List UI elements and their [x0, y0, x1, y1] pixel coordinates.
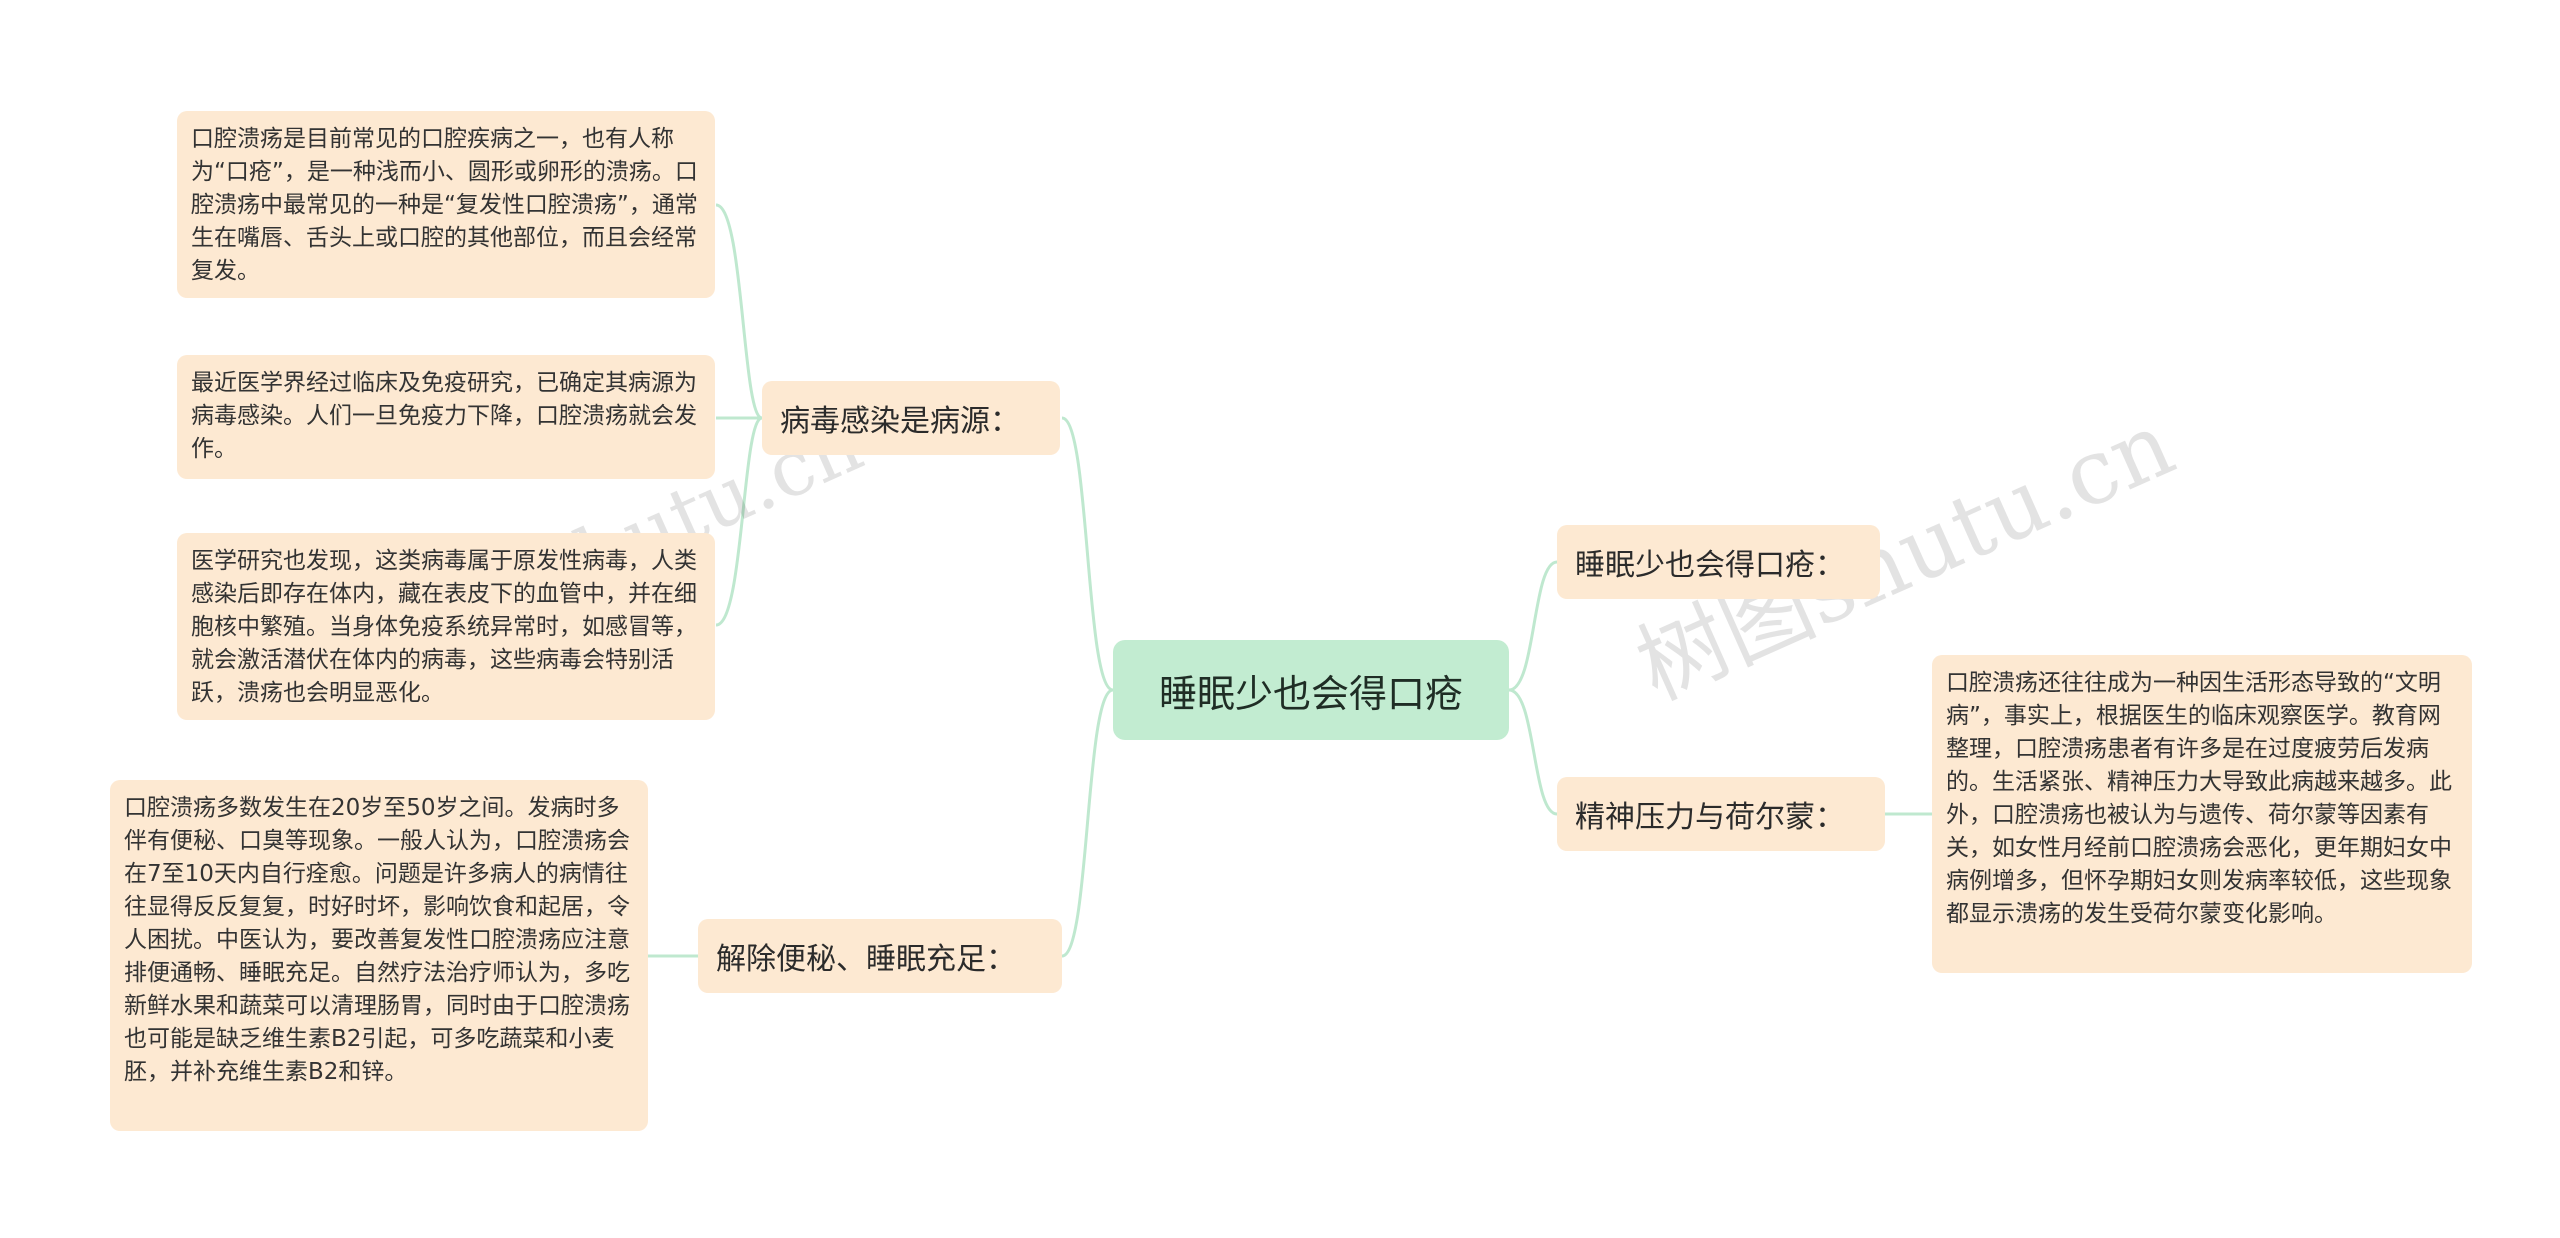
connector-virus-text3 [715, 416, 763, 627]
connector-root-constipation [1061, 688, 1114, 958]
branch-virus-infection[interactable]: 病毒感染是病源： [762, 381, 1060, 455]
leaf-virus-text-1[interactable]: 口腔溃疡是目前常见的口腔疾病之一，也有人称为“口疮”，是一种浅而小、圆形或卵形的… [177, 111, 715, 298]
root-topic[interactable]: 睡眠少也会得口疮 [1113, 640, 1509, 740]
branch-relieve-constipation[interactable]: 解除便秘、睡眠充足： [698, 919, 1062, 993]
leaf-virus-text-3[interactable]: 医学研究也发现，这类病毒属于原发性病毒，人类感染后即存在体内，藏在表皮下的血管中… [177, 533, 715, 720]
leaf-virus-text-2[interactable]: 最近医学界经过临床及免疫研究，已确定其病源为病毒感染。人们一旦免疫力下降，口腔溃… [177, 355, 715, 479]
leaf-stress-text[interactable]: 口腔溃疡还往往成为一种因生活形态导致的“文明病”，事实上，根据医生的临床观察医学… [1932, 655, 2472, 973]
connector-virus-text1 [715, 203, 763, 420]
connector-root-virus [1061, 416, 1114, 692]
branch-stress-hormone[interactable]: 精神压力与荷尔蒙： [1557, 777, 1885, 851]
connector-root-sleep [1508, 560, 1558, 692]
branch-less-sleep[interactable]: 睡眠少也会得口疮： [1557, 525, 1880, 599]
connector-root-stress [1508, 688, 1558, 816]
leaf-constipation-text[interactable]: 口腔溃疡多数发生在20岁至50岁之间。发病时多伴有便秘、口臭等现象。一般人认为，… [110, 780, 648, 1131]
